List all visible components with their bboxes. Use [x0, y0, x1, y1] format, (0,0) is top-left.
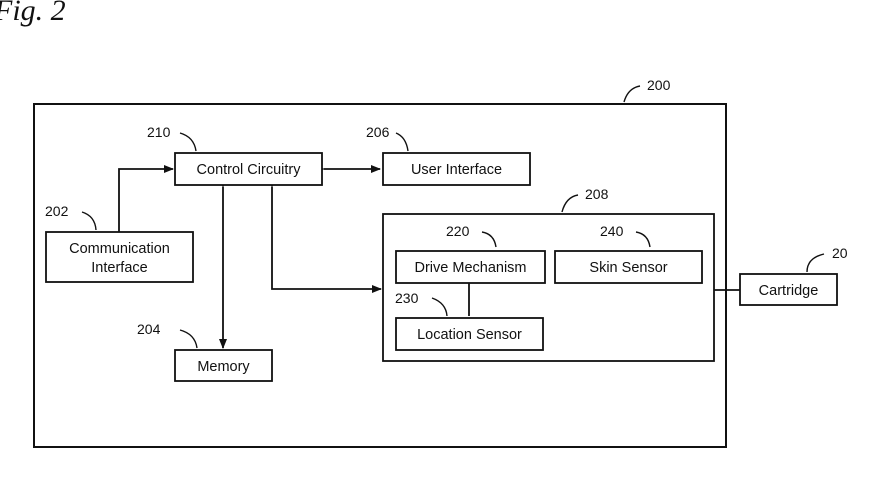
communication-to-control-wire: [119, 169, 173, 232]
drive-mechanism-block: Drive Mechanism: [396, 251, 545, 283]
device-ref-number: 200: [647, 77, 671, 93]
control-ref-number: 210: [147, 124, 171, 140]
communication-interface-block: Communication Interface: [46, 232, 193, 282]
device-ref-leader: [624, 86, 640, 102]
memory-ref-leader: [180, 330, 197, 348]
communication-ref-number: 202: [45, 203, 69, 219]
control-circuitry-block: Control Circuitry: [175, 153, 322, 185]
user-interface-block: User Interface: [383, 153, 530, 185]
communication-interface-label-line1: Communication: [69, 241, 170, 257]
communication-interface-label-line2: Interface: [91, 260, 147, 276]
subsystem-ref-number: 208: [585, 186, 609, 202]
user-interface-ref-number: 206: [366, 124, 390, 140]
communication-ref-leader: [82, 212, 96, 230]
skin-sensor-label: Skin Sensor: [589, 260, 667, 276]
user-interface-ref-leader: [396, 133, 408, 151]
cartridge-ref-leader: [807, 254, 824, 272]
drive-mechanism-label: Drive Mechanism: [415, 260, 527, 276]
drive-ref-number: 220: [446, 223, 470, 239]
skin-sensor-block: Skin Sensor: [555, 251, 702, 283]
memory-block: Memory: [175, 350, 272, 381]
subsystem-ref-leader: [562, 195, 578, 212]
location-ref-number: 230: [395, 290, 419, 306]
control-ref-leader: [180, 133, 196, 151]
user-interface-label: User Interface: [411, 162, 502, 178]
cartridge-label: Cartridge: [759, 283, 819, 299]
control-subsystem-wire: [272, 187, 381, 289]
location-sensor-block: Location Sensor: [396, 318, 543, 350]
memory-ref-number: 204: [137, 321, 161, 337]
cartridge-ref-number: 20: [832, 245, 848, 261]
figure-label: Fig. 2: [0, 0, 66, 27]
cartridge-block: Cartridge: [740, 274, 837, 305]
location-sensor-label: Location Sensor: [417, 327, 522, 343]
control-circuitry-label: Control Circuitry: [197, 162, 302, 178]
memory-label: Memory: [197, 359, 250, 375]
skin-ref-number: 240: [600, 223, 624, 239]
